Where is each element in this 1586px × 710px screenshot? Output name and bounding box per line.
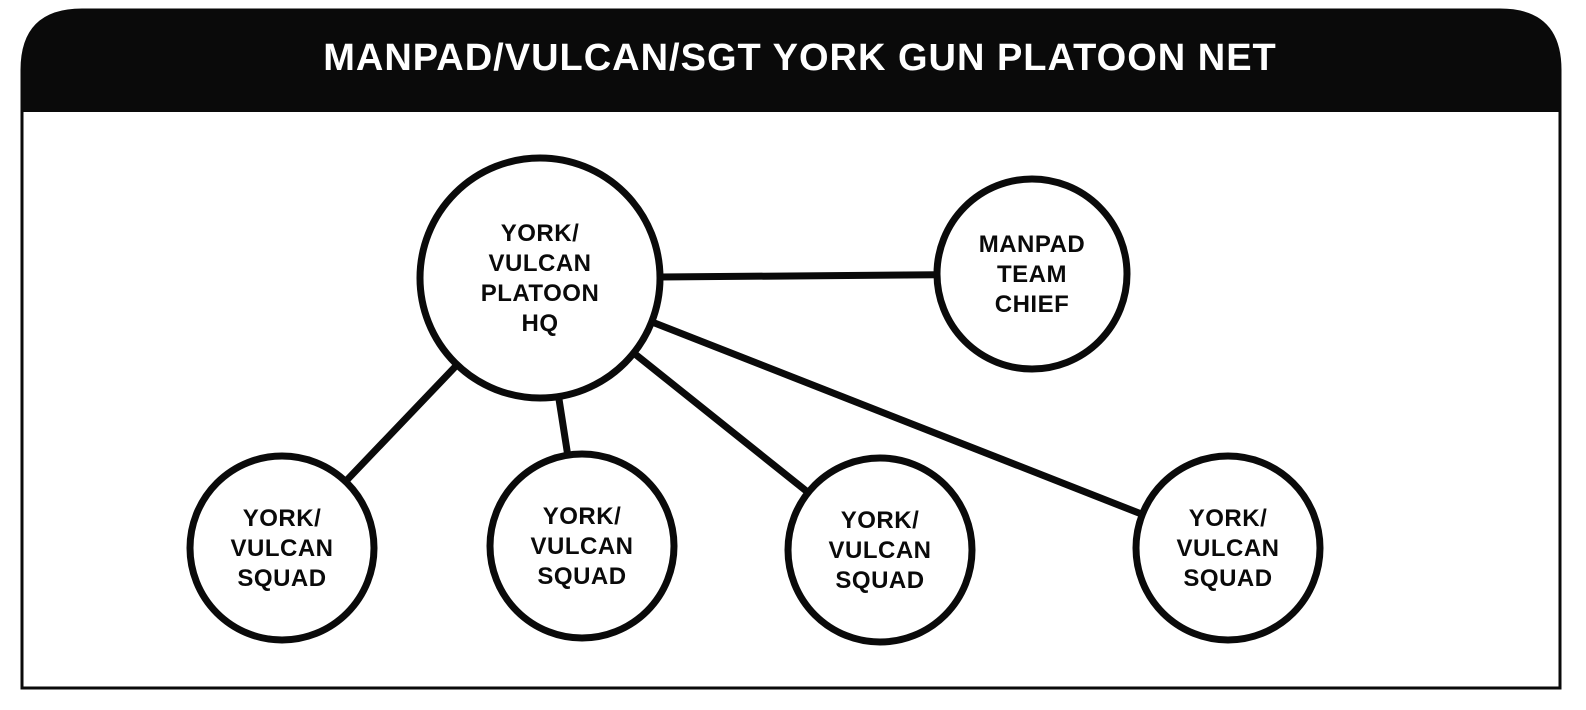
nodes-group: YORK/VULCAN PLATOON HQ MANPAD TEAM CHIEF YORK/…: [186, 154, 1324, 646]
node-label-line: SQUAD: [1183, 565, 1272, 592]
node-squad4: YORK/VULCAN SQUAD: [1132, 452, 1324, 644]
node-squad3: YORK/VULCAN SQUAD: [784, 454, 976, 646]
node-label-line: PLATOON: [481, 280, 600, 307]
node-label-line: YORK/: [501, 220, 580, 247]
node-circle: [1132, 452, 1324, 644]
edge-hq-to-squad3: [631, 350, 811, 496]
diagram-title: MANPAD/VULCAN/SGT YORK GUN PLATOON NET: [323, 37, 1277, 79]
node-label-line: SQUAD: [537, 563, 626, 590]
node-circle: [486, 450, 678, 642]
node-circle: [933, 175, 1131, 373]
edge-hq-to-squad2: [555, 396, 572, 456]
node-squad1: YORK/VULCAN SQUAD: [186, 452, 378, 644]
node-label-line: YORK/: [841, 507, 920, 534]
node-label-line: VULCAN: [829, 537, 932, 564]
node-manpad: MANPAD TEAM CHIEF: [933, 175, 1131, 373]
node-label-line: SQUAD: [237, 565, 326, 592]
edge-hq-to-squad4: [650, 318, 1144, 518]
node-label-line: MANPAD: [979, 231, 1086, 258]
node-label-line: SQUAD: [835, 567, 924, 594]
node-label-line: YORK/: [543, 503, 622, 530]
node-label-line: CHIEF: [995, 291, 1070, 318]
node-squad2: YORK/VULCAN SQUAD: [486, 450, 678, 642]
node-circle: [186, 452, 378, 644]
node-label-line: VULCAN: [489, 250, 592, 277]
title-banner: [22, 10, 1560, 112]
node-circle: [784, 454, 976, 646]
edge-hq-to-manpad: [659, 271, 938, 281]
node-label-line: VULCAN: [531, 533, 634, 560]
connection-lines: [343, 271, 1144, 518]
node-label-line: YORK/: [243, 505, 322, 532]
node-label-line: VULCAN: [1177, 535, 1280, 562]
node-label-line: VULCAN: [231, 535, 334, 562]
node-label-line: TEAM: [997, 261, 1067, 288]
node-label-line: YORK/: [1189, 505, 1268, 532]
node-circle: [416, 154, 664, 402]
node-hq: YORK/VULCAN PLATOON HQ: [416, 154, 664, 402]
edge-hq-to-squad1: [343, 362, 460, 484]
node-label-line: HQ: [522, 310, 559, 337]
